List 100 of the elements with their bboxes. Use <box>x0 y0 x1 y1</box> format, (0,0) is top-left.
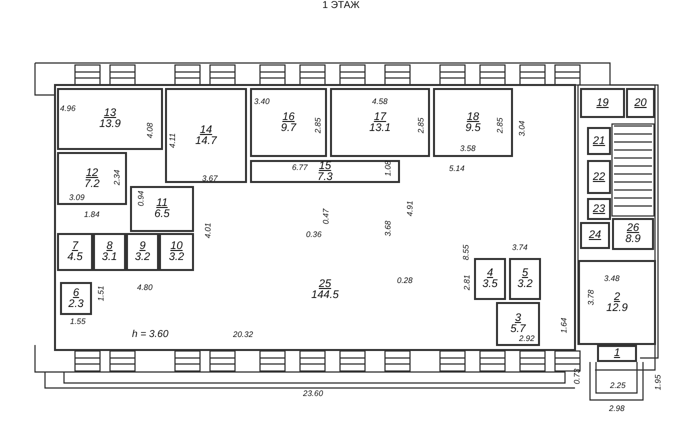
dimension-label: 5.14 <box>449 164 465 172</box>
room-number: 8 <box>106 241 113 252</box>
room-area: 3.5 <box>482 279 498 290</box>
room-number: 15 <box>318 160 332 172</box>
room-number: 23 <box>592 204 606 214</box>
dimension-label: 3.67 <box>202 174 218 182</box>
room-area: 3.2 <box>134 252 150 263</box>
dimension-label: 0.94 <box>136 190 146 206</box>
dimension-label: 8.55 <box>461 244 470 260</box>
room-number: 2 <box>614 292 620 302</box>
dimension-label: 4.91 <box>405 200 414 216</box>
room-number: 1 <box>614 348 620 359</box>
dimension-label: 2.85 <box>313 117 322 133</box>
dimension-label: 0.36 <box>306 230 322 238</box>
room-number: 21 <box>592 136 606 146</box>
room <box>330 88 430 157</box>
room-area: 5.7 <box>510 324 526 335</box>
room <box>60 282 92 315</box>
dimension-label: 3.09 <box>69 192 85 202</box>
dimension-label: 4.58 <box>372 96 388 106</box>
dimension-label: 4.96 <box>60 104 76 112</box>
dimension-label: 3.48 <box>604 274 620 282</box>
room-area: 9.7 <box>280 122 296 134</box>
room <box>474 258 506 300</box>
room-number: 19 <box>596 98 609 108</box>
room <box>587 160 611 194</box>
room <box>496 302 540 346</box>
room-area: 2.3 <box>68 298 84 310</box>
room-number: 10 <box>170 241 183 252</box>
room <box>597 345 637 362</box>
dimension-label: 3.40 <box>254 96 270 106</box>
dimension-label: 3.04 <box>517 120 526 136</box>
room-number: 26 <box>626 223 640 234</box>
room <box>580 88 625 118</box>
dimension-label: 0.28 <box>397 276 413 284</box>
room-number: 17 <box>374 112 386 122</box>
room-area: 3.1 <box>102 252 118 263</box>
room-area: 3.2 <box>168 252 184 263</box>
room-area: 13.9 <box>99 119 121 130</box>
room <box>578 260 656 345</box>
room-number: 25 <box>318 279 332 290</box>
room-area: 9.5 <box>465 122 481 134</box>
room-area: 6.5 <box>154 209 170 220</box>
room <box>57 233 93 271</box>
room <box>250 160 400 183</box>
dimension-label: 2.85 <box>416 117 426 133</box>
room-number: 24 <box>588 230 602 241</box>
room-area: 3.2 <box>517 279 533 290</box>
dimension-label: 3.78 <box>586 289 596 305</box>
room-number: 4 <box>486 268 494 279</box>
room-area: 7.2 <box>84 178 100 190</box>
room-number: 7 <box>72 241 78 252</box>
room-area: 144.5 <box>311 290 339 301</box>
dimension-label: 1.51 <box>96 285 106 301</box>
room-number: 11 <box>156 198 168 209</box>
dimension-label: 3.68 <box>383 220 392 236</box>
dimension-label: 3.74 <box>512 242 528 252</box>
dimension-label: 2.92 <box>519 334 535 342</box>
dimension-label: 2.81 <box>462 274 472 290</box>
dimension-label: 4.80 <box>137 282 153 292</box>
room-area: 7.3 <box>317 172 333 182</box>
room-number: 3 <box>514 313 522 324</box>
room-area: 8.9 <box>625 234 641 245</box>
room <box>250 88 327 157</box>
room-number: 14 <box>200 124 212 136</box>
room <box>587 198 611 220</box>
room <box>580 222 610 249</box>
room <box>126 233 159 271</box>
room <box>57 152 127 205</box>
dimension-label: 1.55 <box>70 316 86 326</box>
dimension-label: 6.77 <box>292 162 308 172</box>
dimension-label: 4.08 <box>145 122 154 138</box>
dimension-label: 1.84 <box>84 210 100 218</box>
dimension-label: 0.47 <box>321 208 330 224</box>
dimension-label: 4.11 <box>168 132 176 148</box>
room <box>57 88 163 150</box>
room <box>165 88 247 183</box>
dimension-label: h = 3.60 <box>132 330 168 338</box>
dimension-label: 1.95 <box>653 374 662 390</box>
dimension-label: 3.58 <box>460 144 476 152</box>
room <box>433 88 513 157</box>
dimension-label: 1.64 <box>559 317 568 333</box>
room-area: 4.5 <box>67 252 83 263</box>
floor-title: 1 ЭТАЖ <box>321 0 361 11</box>
room-number: 13 <box>104 108 116 119</box>
room-number: 22 <box>592 172 606 182</box>
dimension-label: 2.34 <box>112 169 122 185</box>
room-number: 18 <box>466 112 480 122</box>
room-area: 13.1 <box>369 122 391 134</box>
room-area: 14.7 <box>195 136 217 146</box>
dimension-label: 2.85 <box>495 117 504 133</box>
dimension-label: 0.73 <box>572 368 582 384</box>
dimension-label: 20.32 <box>233 330 254 338</box>
room-number: 5 <box>522 268 528 279</box>
room <box>587 127 611 155</box>
room-number: 20 <box>634 98 647 108</box>
room-number: 12 <box>86 168 98 178</box>
dimension-label: 2.25 <box>610 380 626 390</box>
dimension-label: 4.01 <box>203 222 212 238</box>
room <box>612 218 654 250</box>
